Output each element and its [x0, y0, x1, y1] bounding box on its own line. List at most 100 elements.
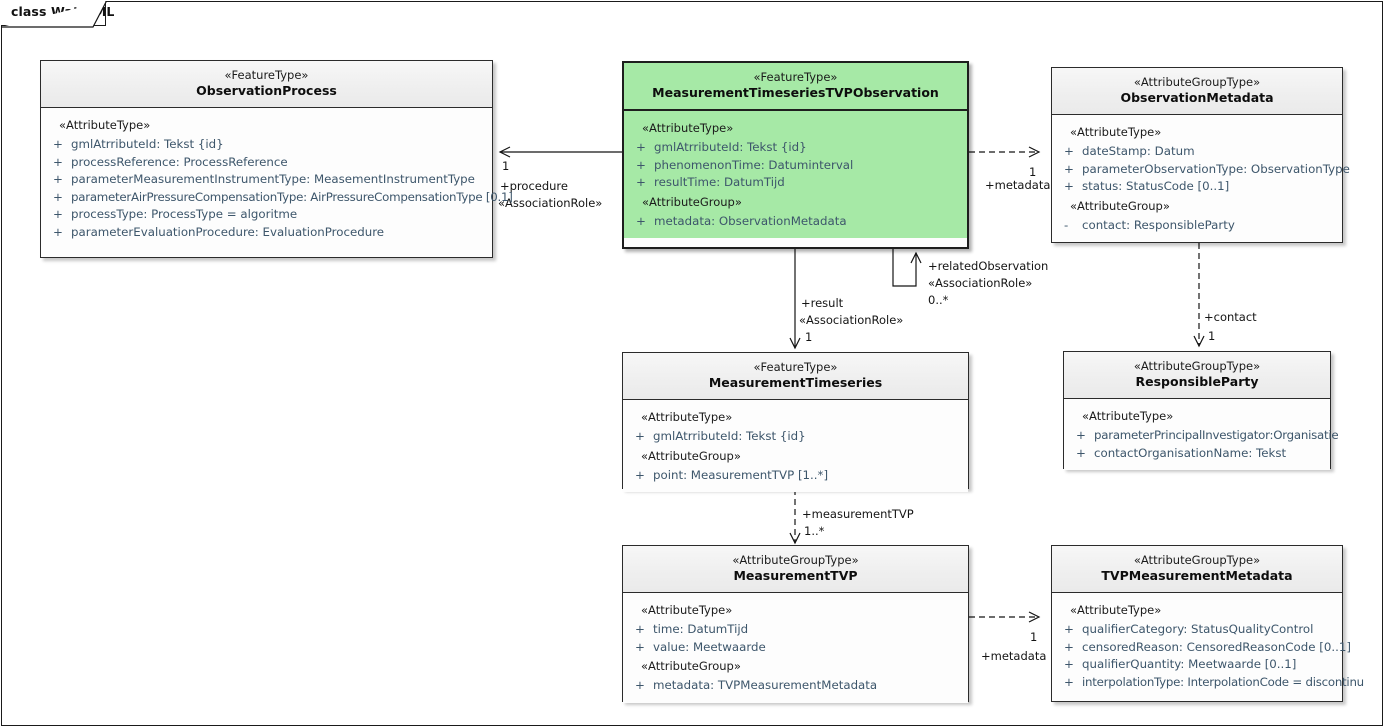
class-body-measurement-timeseries: «AttributeType» + gmlAtrributeId: Tekst … — [623, 400, 968, 492]
compartment-group-label: «AttributeType» — [59, 118, 151, 132]
attribute-row[interactable]: + dateStamp: Datum — [1052, 143, 1342, 161]
connector-measurement-tvp-role: +measurementTVP — [802, 507, 914, 521]
attribute-row[interactable]: + gmlAtrributeId: Tekst {id} — [623, 428, 968, 446]
connector-related-observation-multiplicity: 0..* — [928, 293, 949, 307]
attribute-row[interactable]: + time: DatumTijd — [623, 621, 968, 639]
class-header-observation-process: «FeatureType» ObservationProcess — [41, 61, 492, 108]
connector-result-stereotype: «AssociationRole» — [799, 313, 904, 327]
class-measurement-timeseries[interactable]: «FeatureType» MeasurementTimeseries «Att… — [622, 352, 969, 492]
class-body-observation-process: «AttributeType» + gmlAtrributeId: Tekst … — [41, 108, 513, 249]
connector-contact-role: +contact — [1204, 310, 1257, 324]
compartment-group-label: «AttributeGroup» — [642, 194, 742, 209]
attribute-row[interactable]: + qualifierQuantity: Meetwaarde [0..1] — [1052, 656, 1342, 674]
class-name: TVPMeasurementMetadata — [1101, 568, 1293, 583]
attribute-text: gmlAtrributeId: Tekst {id} — [654, 140, 807, 154]
visibility-marker: + — [1064, 144, 1074, 158]
attribute-row[interactable]: + parameterAirPressureCompensationType: … — [41, 189, 513, 207]
class-header-observation-metadata: «AttributeGroupType» ObservationMetadata — [1052, 68, 1342, 115]
attribute-text: status: StatusCode [0..1] — [1082, 179, 1230, 193]
class-stereotype: «AttributeGroupType» — [1133, 553, 1261, 567]
connector-measurement-tvp-multiplicity: 1..* — [804, 524, 825, 538]
class-stereotype: «AttributeGroupType» — [1133, 75, 1261, 89]
class-measurement-timeseries-tvp-observation[interactable]: «FeatureType» MeasurementTimeseriesTVPOb… — [622, 61, 969, 249]
compartment-group-label: «AttributeType» — [642, 121, 734, 135]
visibility-marker: + — [53, 172, 63, 186]
attribute-text: phenomenonTime: Datuminterval — [654, 157, 854, 172]
visibility-marker: + — [1064, 639, 1074, 654]
compartment-group-label: «AttributeType» — [641, 603, 733, 617]
connector-metadata-observation-multiplicity: 1 — [1029, 165, 1037, 179]
visibility-marker: + — [53, 224, 63, 239]
class-responsible-party[interactable]: «AttributeGroupType» ResponsibleParty «A… — [1063, 351, 1339, 470]
attribute-row[interactable]: + metadata: ObservationMetadata — [624, 213, 967, 231]
attribute-row[interactable]: + parameterObservationType: ObservationT… — [1052, 161, 1350, 179]
class-header-measurement-tvp: «AttributeGroupType» MeasurementTVP — [623, 546, 968, 593]
class-name: ObservationMetadata — [1120, 90, 1274, 105]
connector-metadata-tvp-role: +metadata — [981, 649, 1047, 663]
attribute-text: metadata: ObservationMetadata — [654, 213, 847, 228]
attribute-row[interactable]: + resultTime: DatumTijd — [624, 174, 967, 192]
visibility-marker: + — [1064, 622, 1074, 636]
class-stereotype: «FeatureType» — [753, 70, 838, 84]
class-observation-process[interactable]: «FeatureType» ObservationProcess «Attrib… — [40, 60, 513, 258]
connector-procedure-role: +procedure — [500, 179, 568, 193]
attribute-row[interactable]: + parameterMeasurementInstrumentType: Me… — [41, 171, 492, 189]
attribute-row[interactable]: + processType: ProcessType = algoritme — [41, 206, 492, 224]
attribute-row[interactable]: + parameterPrincipalInvestigator:Organis… — [1064, 427, 1339, 445]
class-name: ObservationProcess — [196, 83, 337, 98]
attribute-text: time: DatumTijd — [653, 622, 749, 636]
class-stereotype: «AttributeGroupType» — [1133, 359, 1261, 373]
visibility-marker: + — [53, 154, 63, 169]
attribute-text: gmlAtrributeId: Tekst {id} — [653, 429, 806, 443]
class-tvp-measurement-metadata[interactable]: «AttributeGroupType» TVPMeasurementMetad… — [1051, 545, 1364, 702]
class-measurement-tvp[interactable]: «AttributeGroupType» MeasurementTVP «Att… — [622, 545, 969, 703]
attribute-text: resultTime: DatumTijd — [654, 175, 785, 189]
connector-contact-multiplicity: 1 — [1208, 329, 1216, 343]
attribute-row[interactable]: + interpolationType: InterpolationCode =… — [1052, 674, 1364, 692]
attribute-row[interactable]: + qualifierCategory: StatusQualityContro… — [1052, 621, 1342, 639]
attribute-text: dateStamp: Datum — [1082, 144, 1195, 158]
connector-related-observation-stereotype: «AssociationRole» — [928, 276, 1033, 290]
attribute-row[interactable]: - contact: ResponsibleParty — [1052, 217, 1342, 235]
attribute-text: processReference: ProcessReference — [71, 154, 288, 169]
connector-procedure-stereotype: «AssociationRole» — [498, 196, 603, 210]
connector-related-observation-role: +relatedObservation — [928, 259, 1049, 273]
attribute-row[interactable]: + phenomenonTime: Datuminterval — [624, 157, 967, 175]
attribute-text: contact: ResponsibleParty — [1082, 217, 1235, 232]
attribute-text: gmlAtrributeId: Tekst {id} — [71, 137, 224, 151]
attribute-row[interactable]: + contactOrganisationName: Tekst — [1064, 445, 1330, 463]
class-observation-metadata[interactable]: «AttributeGroupType» ObservationMetadata… — [1051, 67, 1350, 243]
compartment-group-label: «AttributeType» — [1070, 125, 1162, 139]
attribute-row[interactable]: + processReference: ProcessReference — [41, 154, 492, 172]
visibility-marker: + — [635, 639, 645, 654]
visibility-marker: + — [1076, 428, 1086, 442]
compartment-group-label: «AttributeGroup» — [641, 448, 741, 463]
class-name: MeasurementTimeseriesTVPObservation — [652, 85, 939, 100]
attribute-text: parameterAirPressureCompensationType: Ai… — [71, 189, 513, 204]
class-body-tvp-measurement-metadata: «AttributeType» + qualifierCategory: Sta… — [1052, 593, 1364, 699]
connector-procedure-multiplicity: 1 — [502, 159, 510, 173]
class-name: MeasurementTimeseries — [708, 375, 883, 390]
visibility-marker: + — [1064, 657, 1074, 671]
attribute-row[interactable]: + gmlAtrributeId: Tekst {id} — [41, 136, 492, 154]
attribute-row[interactable]: + value: Meetwaarde — [623, 639, 968, 657]
attribute-row[interactable]: + point: MeasurementTVP [1..*] — [623, 467, 968, 485]
attribute-text: contactOrganisationName: Tekst — [1094, 445, 1287, 460]
attribute-row[interactable]: + status: StatusCode [0..1] — [1052, 178, 1342, 196]
visibility-marker: + — [635, 429, 645, 443]
attribute-row[interactable]: + metadata: TVPMeasurementMetadata — [623, 677, 968, 695]
attribute-text: point: MeasurementTVP [1..*] — [653, 467, 829, 482]
visibility-marker: + — [636, 213, 646, 228]
attribute-row[interactable]: + censoredReason: CensoredReasonCode [0.… — [1052, 639, 1351, 657]
attribute-text: parameterEvaluationProcedure: Evaluation… — [71, 224, 385, 239]
visibility-marker: + — [636, 140, 646, 154]
attribute-row[interactable]: + parameterEvaluationProcedure: Evaluati… — [41, 224, 492, 242]
visibility-marker: + — [1064, 674, 1074, 689]
attribute-row[interactable]: + gmlAtrributeId: Tekst {id} — [624, 139, 967, 157]
class-body-observation-metadata: «AttributeType» + dateStamp: Datum + par… — [1052, 115, 1350, 242]
attribute-text: parameterMeasurementInstrumentType: Meas… — [71, 172, 475, 186]
visibility-marker: + — [636, 175, 646, 189]
visibility-marker: + — [53, 189, 63, 204]
